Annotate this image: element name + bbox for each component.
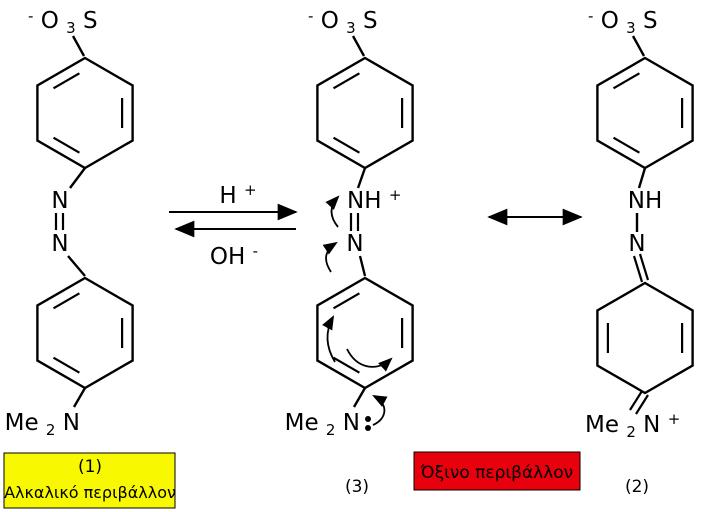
structure-number-3: (3) [345,477,369,497]
ring-to-amine-bond [72,387,87,408]
sulfonate-label: - O 3 S [28,1,98,39]
nh-label: NH [628,188,663,214]
alkaline-caption-box: (1) Αλκαλικό περιβάλλον [3,452,176,509]
protonated-nh-label: NH + [347,186,401,214]
ring-to-amine-bond [352,387,367,408]
benzene-double-bonds [332,72,404,154]
reverse-reagent-label: OH - [210,242,258,270]
imine-n-label: N [628,231,645,257]
imine-double-bond [632,253,650,283]
benzene-double-bonds [332,292,404,374]
sulfonate-label: - O 3 S [588,1,658,39]
benzene-ring-top [596,56,694,170]
benzene-double-bonds [52,72,124,154]
curved-electron-arrow [372,394,388,426]
benzene-ring-bottom [316,276,414,390]
azo-double-bond [54,213,65,230]
ring-to-azo-bond [69,167,86,189]
acidic-caption-box: Όξινο περιβάλλον [413,451,581,491]
ring-to-nh-bond [637,167,647,189]
benzene-ring-top [36,56,134,170]
quinoid-double-bonds [606,323,684,353]
azo-double-bond [349,213,360,231]
structure-intermediate-protonated: - O 3 S NH + N Me 2 N (3) [285,1,414,497]
curved-electron-arrow [346,348,393,372]
sulfonate-bond [351,35,366,57]
iminium-dimethylamino-label: Me 2 N + [585,410,680,443]
ring-to-azo-bond [356,167,367,189]
azo-to-ring-bond [67,255,86,277]
alkaline-caption: Αλκαλικό περιβάλλον [4,483,176,502]
benzene-double-bonds [612,72,684,154]
curved-electron-arrow [322,315,336,363]
structure-number-1: (1) [78,457,102,477]
sulfonate-bond [631,35,646,57]
azo-n2-label: N [346,231,363,257]
benzene-double-bonds [52,292,124,374]
acidic-caption: Όξινο περιβάλλον [420,463,573,483]
structure-number-2: (2) [625,477,649,497]
equilibrium: H + OH - [169,181,298,270]
structure-acidic-quinoid: - O 3 S NH N Me 2 N + (2) [585,1,694,497]
forward-reagent-label: H + [219,181,256,209]
azo-n1-label: N [51,188,68,214]
exocyclic-double-bond [629,390,649,415]
dimethylamino-label: Me 2 N [285,410,360,441]
sulfonate-bond [71,35,86,57]
quinoid-ring [596,281,694,395]
sulfonate-label: - O 3 S [308,1,378,39]
lone-pair-dots [365,416,371,431]
curved-electron-arrow [322,241,338,273]
structure-alkaline-azo: - O 3 S N N Me 2 N [5,1,134,441]
curved-electron-arrow [325,195,340,228]
dimethylamino-label: Me 2 N [5,410,80,441]
azo-to-ring-bond [358,255,367,277]
azo-n2-label: N [51,231,68,257]
acidic-box-rect [413,451,581,491]
benzene-ring-top [316,56,414,170]
alkaline-box-rect [3,452,176,509]
benzene-ring-bottom [36,276,134,390]
